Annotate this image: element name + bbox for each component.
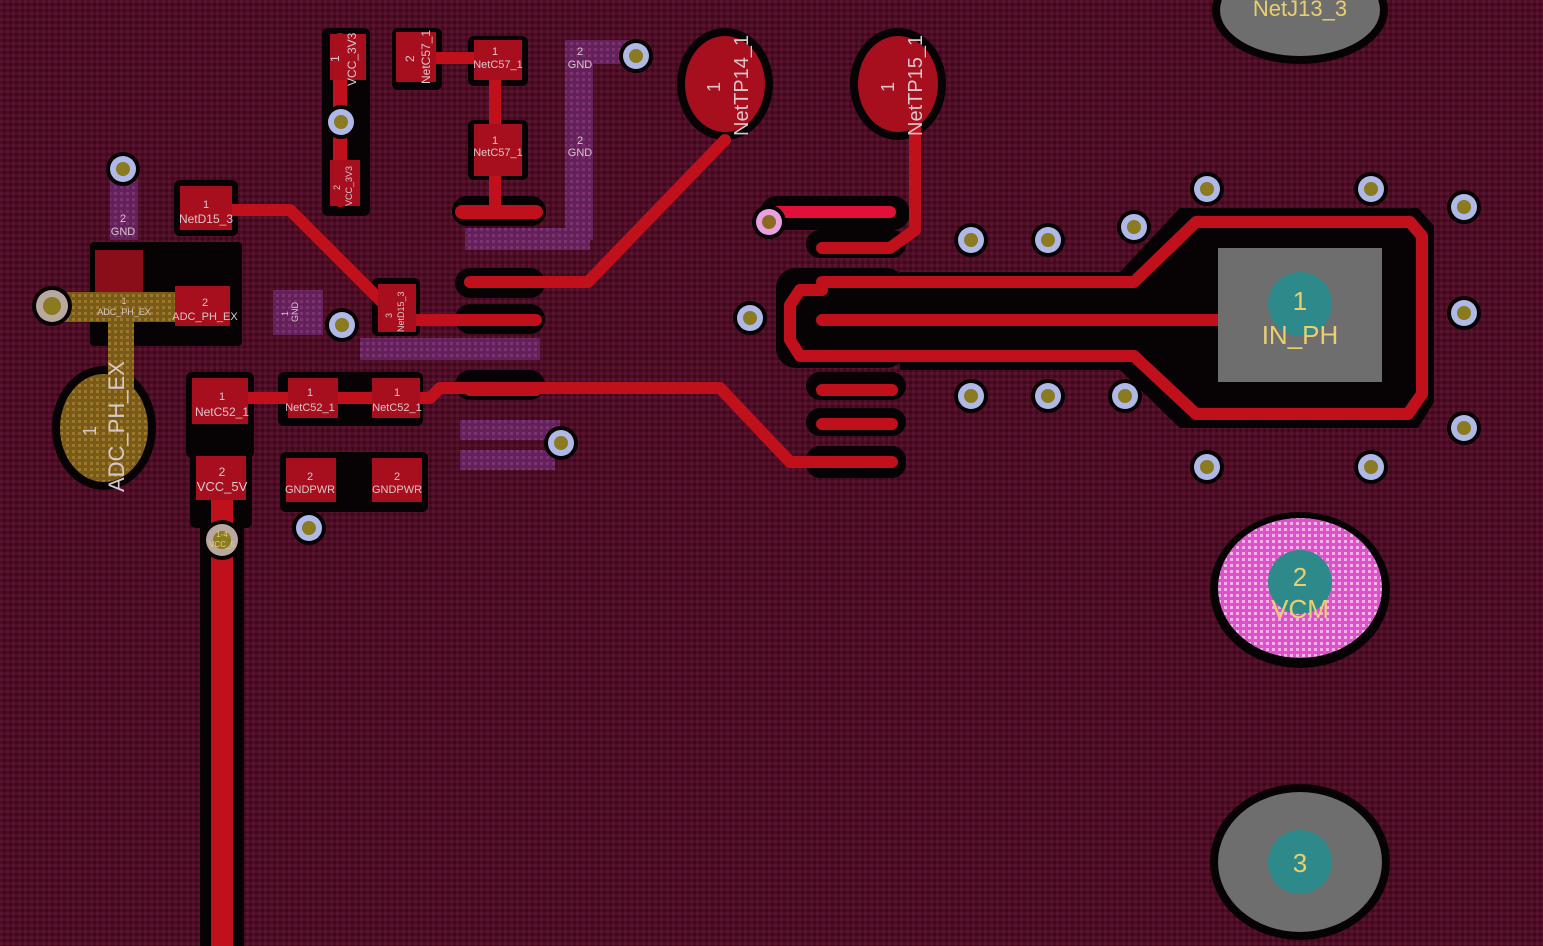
label-netd15-b-pin: 3: [384, 313, 394, 318]
label-adc-pad-pin: 2: [202, 297, 208, 309]
label-netc52-b-pin: 1: [307, 387, 313, 399]
label-gndpwr-a-pin: 2: [307, 471, 313, 483]
label-netc52-c: NetC52_1: [372, 402, 422, 414]
via: [1190, 450, 1224, 484]
label-vcc-5v-via: VCC_5: [209, 540, 235, 549]
label-vcc-3v3-top: VCC_3V3: [345, 32, 359, 86]
label-in-ph: IN_PH: [1262, 320, 1339, 350]
via: [292, 511, 326, 545]
via: [619, 39, 653, 73]
label-netj13: NetJ13_3: [1253, 0, 1347, 21]
testpoint-tp14-pad: [685, 36, 765, 132]
label-netd15-a-pin: 1: [203, 199, 209, 211]
label-vcc-3v3-bot-pin: 2: [332, 185, 342, 190]
via: [1354, 172, 1388, 206]
testpoint-tp15-pad: [858, 36, 938, 132]
label-gnd-top-a: GND: [568, 59, 593, 71]
label-netc57-left: NetC57_1: [419, 30, 433, 84]
label-netc57-b-pin: 1: [492, 135, 498, 147]
label-nettp15: NetTP15_1: [905, 35, 927, 136]
via: [733, 301, 767, 335]
via: [1108, 379, 1142, 413]
via: [202, 520, 242, 560]
via: [1031, 379, 1065, 413]
via: [1117, 210, 1151, 244]
label-netc57-left-pin: 2: [403, 55, 417, 62]
label-vcm-pin: 2: [1293, 562, 1307, 592]
label-nettp15-pin: 1: [878, 82, 898, 92]
via: [32, 286, 72, 326]
label-netc52-a: NetC52_1: [195, 405, 249, 419]
via: [1354, 450, 1388, 484]
copper-traces: [192, 33, 1428, 946]
connector-j13: [1218, 0, 1382, 932]
via: [325, 308, 359, 342]
via: [1447, 296, 1481, 330]
label-netc52-b: NetC52_1: [285, 402, 335, 414]
label-adc-big-pin: 1: [80, 426, 100, 436]
label-netd15-b: NetD15_3: [396, 291, 406, 332]
label-adc-pad: ADC_PH_EX: [172, 311, 238, 323]
label-adc-big: ADC_PH_EX: [104, 361, 129, 492]
via: [106, 152, 140, 186]
via: [954, 223, 988, 257]
label-gnd-top-b-pin: 2: [577, 135, 583, 147]
label-netc57-a: NetC57_1: [473, 59, 523, 71]
label-gndpwr-b: GNDPWR: [372, 484, 422, 496]
label-vcc-5v-via-pin: 1-4: [216, 530, 228, 539]
via: [752, 205, 786, 239]
label-vcc-5v: VCC_5V: [197, 479, 248, 494]
label-vcc-3v3-pin: 1: [328, 55, 342, 62]
label-adc-small: ADC_PH_EX: [97, 307, 151, 317]
label-adc-small-pin: 1: [121, 296, 126, 306]
label-netc57-a-pin: 1: [492, 46, 498, 58]
vias: [32, 39, 1481, 560]
via: [1447, 190, 1481, 224]
label-nettp14: NetTP14_1: [731, 35, 753, 136]
label-gnd-small-pin: 1: [280, 311, 290, 316]
via: [1190, 172, 1224, 206]
via: [954, 379, 988, 413]
via: [544, 426, 578, 460]
label-gnd-top-b: GND: [568, 147, 593, 159]
label-netc52-c-pin: 1: [394, 387, 400, 399]
via: [1447, 411, 1481, 445]
label-netc52-a-pin: 1: [219, 391, 225, 403]
label-gnd-left: GND: [111, 226, 136, 238]
label-netd15-a: NetD15_3: [179, 212, 233, 226]
label-vcm: VCM: [1271, 594, 1329, 624]
label-gndpwr-a: GNDPWR: [285, 484, 335, 496]
label-gndpwr-b-pin: 2: [394, 471, 400, 483]
via: [1031, 223, 1065, 257]
via: [324, 105, 358, 139]
bottom-layer-ghost: [110, 40, 630, 470]
adc-ph-ex-component: [40, 250, 230, 482]
net-labels: 1 VCC_3V3 2 VCC_3V3 2 NetC57_1 1 NetC57_…: [80, 0, 1347, 878]
label-gnd-small: GND: [290, 302, 300, 323]
label-in-ph-pin: 1: [1293, 286, 1307, 316]
label-gnd-top-a-pin: 2: [577, 46, 583, 58]
label-gnd-left-pin: 2: [120, 213, 126, 225]
label-pin3: 3: [1293, 848, 1307, 878]
smd-pads: [180, 32, 522, 502]
label-netc57-b: NetC57_1: [473, 147, 523, 159]
label-vcc-5v-pin: 2: [219, 465, 226, 479]
label-nettp14-pin: 1: [704, 82, 724, 92]
label-vcc-3v3-bot: VCC_3V3: [344, 166, 354, 206]
